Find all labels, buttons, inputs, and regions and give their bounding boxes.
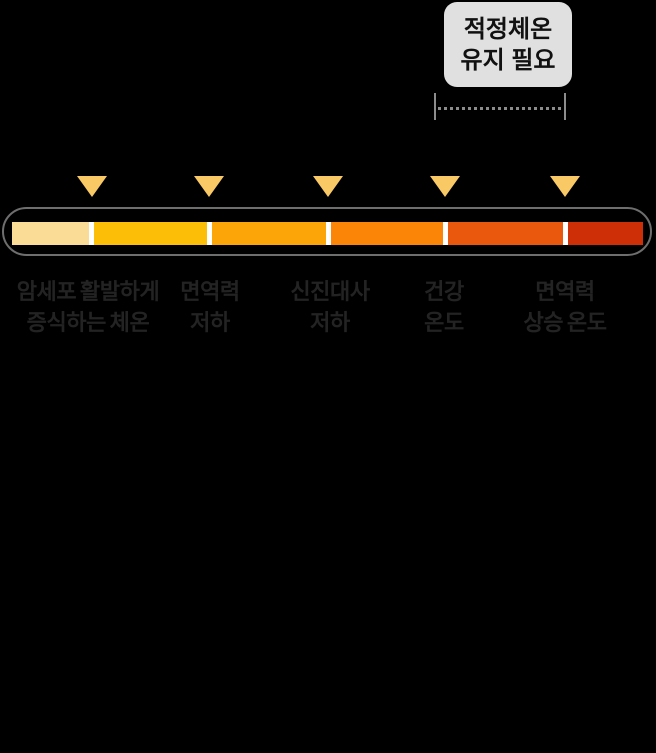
label-line: 신진대사 [290, 279, 370, 304]
segment-separator [326, 222, 331, 245]
label-immunity-boost: 면역력 상승 온도 [523, 276, 606, 338]
label-line: 면역력 [535, 279, 595, 304]
label-line: 건강 [424, 279, 464, 304]
bracket-left-tick [434, 93, 436, 120]
range-bracket [434, 93, 566, 120]
marker-triangle-5 [550, 176, 580, 197]
marker-triangle-2 [194, 176, 224, 197]
scale-segment-1 [12, 222, 89, 245]
label-line: 증식하는 체온 [26, 310, 150, 335]
label-line: 상승 온도 [523, 310, 607, 335]
marker-triangle-3 [313, 176, 343, 197]
scale-segment-2 [94, 222, 207, 245]
label-healthy-temp: 건강 온도 [424, 276, 464, 338]
label-line: 온도 [424, 310, 464, 335]
segment-separator [563, 222, 568, 245]
scale-segment-4 [331, 222, 443, 245]
callout-line1: 적정체온 [463, 15, 553, 43]
marker-triangle-1 [77, 176, 107, 197]
bracket-dashed-line [438, 107, 562, 110]
label-line: 저하 [310, 310, 350, 335]
segment-separator [89, 222, 94, 245]
callout-line2: 유지 필요 [460, 46, 556, 74]
callout-box: 적정체온 유지 필요 [444, 2, 572, 87]
label-line: 면역력 [180, 279, 240, 304]
scale-segment-3 [212, 222, 326, 245]
label-immunity-drop: 면역력 저하 [180, 276, 240, 338]
segment-separator [207, 222, 212, 245]
scale-segment-6 [568, 222, 643, 245]
label-cancer-growth: 암세포 활발하게 증식하는 체온 [17, 276, 160, 338]
bracket-right-tick [564, 93, 566, 120]
temperature-scale-bar [12, 222, 643, 245]
scale-outline [2, 207, 652, 256]
segment-separator [443, 222, 448, 245]
label-metabolism-drop: 신진대사 저하 [290, 276, 370, 338]
label-line: 저하 [190, 310, 230, 335]
scale-segment-5 [448, 222, 563, 245]
marker-triangle-4 [430, 176, 460, 197]
label-line: 암세포 활발하게 [16, 279, 160, 304]
